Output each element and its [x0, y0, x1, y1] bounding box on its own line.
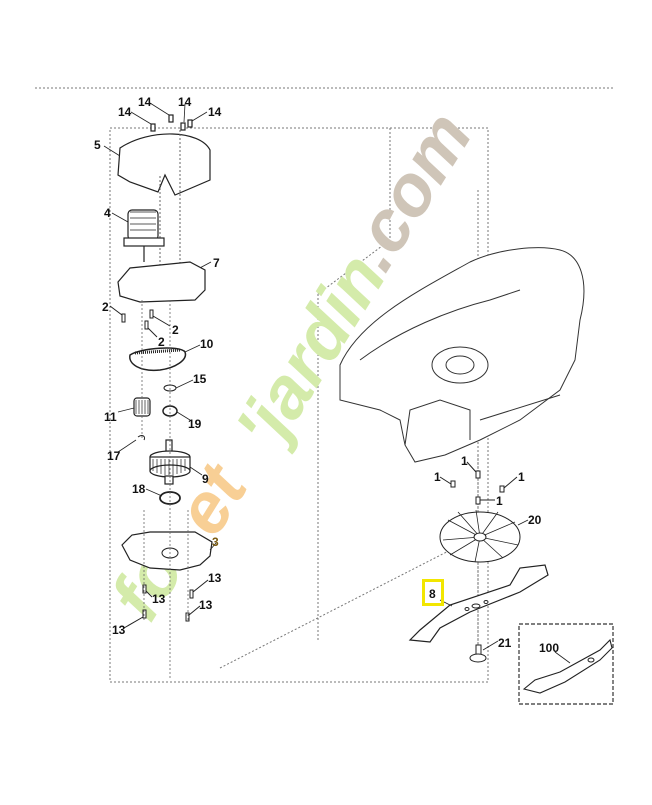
part-4-motor	[123, 209, 165, 262]
label-part-1[interactable]: 1	[518, 470, 525, 484]
highlight-box-part-8[interactable]	[422, 579, 444, 606]
label-part-100[interactable]: 100	[539, 641, 560, 655]
label-part-14[interactable]: 14	[178, 95, 192, 109]
label-part-14[interactable]: 14	[118, 105, 132, 119]
part-21-bolt	[469, 640, 499, 663]
part-11-pulley	[117, 397, 151, 417]
label-part-9[interactable]: 9	[202, 472, 209, 486]
part-20-fan	[439, 509, 529, 563]
label-part-2[interactable]: 2	[158, 335, 165, 349]
label-part-2[interactable]: 2	[102, 300, 109, 314]
label-part-4[interactable]: 4	[104, 206, 111, 220]
label-part-7[interactable]: 7	[213, 256, 220, 270]
label-part-13[interactable]: 13	[112, 623, 126, 637]
label-part-1[interactable]: 1	[461, 454, 468, 468]
label-part-10[interactable]: 10	[200, 337, 214, 351]
part-9-gear	[149, 439, 203, 485]
label-part-15[interactable]: 15	[193, 372, 207, 386]
label-part-13[interactable]: 13	[152, 592, 166, 606]
part-100-blade	[522, 638, 613, 694]
label-part-13[interactable]: 13	[208, 571, 222, 585]
label-part-14[interactable]: 14	[138, 95, 152, 109]
screws-14	[150, 114, 193, 132]
part-5-cover	[117, 133, 211, 196]
label-part-11[interactable]: 11	[104, 410, 117, 424]
part-3-plate	[121, 531, 213, 571]
label-part-1[interactable]: 1	[434, 470, 441, 484]
part-8-blade	[408, 564, 549, 643]
label-part-20[interactable]: 20	[528, 513, 542, 527]
label-part-8[interactable]: 8	[429, 587, 436, 601]
label-part-14[interactable]: 14	[208, 105, 222, 119]
label-part-3[interactable]: 3	[212, 535, 219, 549]
label-part-1[interactable]: 1	[496, 494, 503, 508]
label-part-13[interactable]: 13	[199, 598, 213, 612]
label-part-17[interactable]: 17	[107, 449, 121, 463]
part-7-housing	[117, 261, 206, 303]
label-part-21[interactable]: 21	[498, 636, 512, 650]
part-19-bearing	[162, 405, 178, 417]
assembly-frame	[109, 127, 489, 683]
part-17-clip	[137, 435, 145, 441]
label-part-18[interactable]: 18	[132, 482, 146, 496]
svg-text:.com: .com	[331, 99, 488, 284]
inset-frame	[518, 623, 614, 705]
label-part-19[interactable]: 19	[188, 417, 202, 431]
label-part-2[interactable]: 2	[172, 323, 179, 337]
label-part-5[interactable]: 5	[94, 138, 101, 152]
mower-deck	[339, 247, 585, 463]
